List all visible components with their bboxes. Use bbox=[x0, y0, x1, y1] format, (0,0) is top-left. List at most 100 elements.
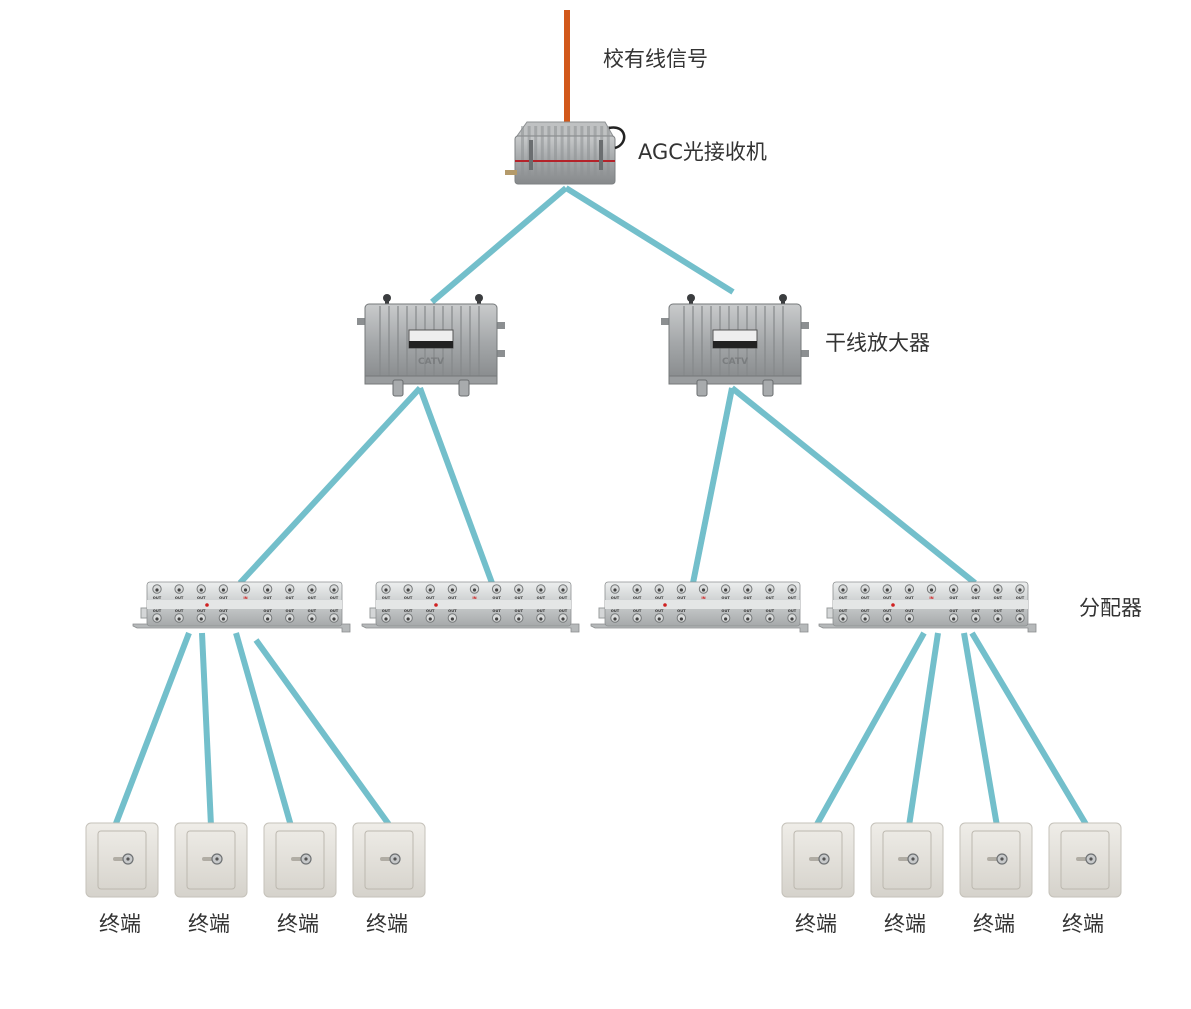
terminal-icon bbox=[959, 822, 1033, 898]
receiver-fin bbox=[534, 126, 538, 176]
cable-line bbox=[813, 631, 927, 828]
splitter-port-label: OUT bbox=[559, 609, 568, 613]
receiver-fin bbox=[540, 126, 544, 176]
splitter-port-label: OUT bbox=[537, 596, 546, 600]
splitter-port-label: OUT bbox=[905, 609, 914, 613]
amplifier-rib bbox=[460, 306, 462, 376]
splitter-port-label: OUT bbox=[633, 596, 642, 600]
signal-label: 校有线信号 bbox=[603, 47, 708, 71]
receiver-fin bbox=[567, 126, 571, 176]
receiver-fin bbox=[606, 126, 610, 176]
receiver-cable bbox=[608, 126, 626, 150]
cable-line bbox=[906, 632, 941, 827]
amplifier-port bbox=[799, 322, 809, 329]
wall-plate-frame bbox=[275, 830, 325, 890]
coax-shadow bbox=[987, 857, 999, 861]
wall-plate-frame bbox=[186, 830, 236, 890]
splitter-port-label: OUT bbox=[949, 596, 958, 600]
splitter-port-label: OUT bbox=[426, 596, 435, 600]
splitter-label-band bbox=[147, 600, 342, 609]
amplifier-rib bbox=[710, 306, 712, 376]
splitter-port-label: OUT bbox=[197, 596, 206, 600]
splitter-port-label: IN bbox=[929, 596, 933, 600]
amplifier-rib bbox=[683, 306, 685, 376]
splitter-port-label: OUT bbox=[972, 609, 981, 613]
wall-plate-frame bbox=[971, 830, 1021, 890]
terminal-label: 终端 bbox=[366, 912, 408, 936]
splitter-port-label: OUT bbox=[448, 596, 457, 600]
splitter-port-label: IN bbox=[701, 596, 705, 600]
splitter-port-label: OUT bbox=[197, 609, 206, 613]
terminal-label: 终端 bbox=[973, 912, 1015, 936]
splitter-port-label: OUT bbox=[721, 596, 730, 600]
splitter-port-label: OUT bbox=[994, 609, 1003, 613]
splitter-label-band bbox=[376, 600, 571, 609]
amplifier-foot bbox=[392, 379, 404, 397]
terminal-icon bbox=[1048, 822, 1122, 898]
splitter-port-label: OUT bbox=[611, 596, 620, 600]
amplifier-rib bbox=[406, 306, 408, 376]
splitter-port-label: OUT bbox=[721, 609, 730, 613]
amplifier-foot bbox=[762, 379, 774, 397]
splitter-port-label: OUT bbox=[766, 596, 775, 600]
amplifier-rib bbox=[692, 306, 694, 376]
splitter-port-label: OUT bbox=[263, 596, 272, 600]
receiver-fin bbox=[521, 126, 524, 176]
cable-line bbox=[961, 632, 1000, 827]
splitter-port-label: IN bbox=[243, 596, 247, 600]
splitter-port-label: OUT bbox=[744, 596, 753, 600]
amplifier-label: 干线放大器 bbox=[825, 331, 930, 355]
splitter-brand-mark bbox=[891, 603, 895, 607]
cable-line bbox=[430, 185, 568, 305]
wall-plate-frame bbox=[882, 830, 932, 890]
amplifier-base bbox=[668, 375, 802, 385]
cable-line bbox=[969, 631, 1090, 828]
terminal-icon bbox=[85, 822, 159, 898]
coax-shadow bbox=[1076, 857, 1088, 861]
receiver-connector bbox=[505, 170, 517, 175]
splitter-port-label: OUT bbox=[330, 596, 339, 600]
amplifier-rib bbox=[782, 306, 784, 376]
splitter-brand-mark bbox=[205, 603, 209, 607]
splitter-port-label: OUT bbox=[153, 596, 162, 600]
splitter-port-label: OUT bbox=[537, 609, 546, 613]
amplifier-icon: CATV bbox=[357, 294, 505, 397]
coax-shadow bbox=[809, 857, 821, 861]
wall-plate-frame bbox=[793, 830, 843, 890]
terminal-label: 终端 bbox=[795, 912, 837, 936]
amplifier-port bbox=[661, 318, 671, 325]
splitter-port-label: OUT bbox=[1016, 596, 1025, 600]
amplifier-rib bbox=[469, 306, 471, 376]
splitter-port-label: OUT bbox=[426, 609, 435, 613]
splitter-port-label: OUT bbox=[744, 609, 753, 613]
terminal-label: 终端 bbox=[277, 912, 319, 936]
cable-line bbox=[233, 632, 294, 827]
amplifier-base bbox=[364, 375, 498, 385]
amplifier-port bbox=[799, 350, 809, 357]
receiver-fin bbox=[547, 126, 551, 176]
amplifier-foot bbox=[458, 379, 470, 397]
splitter-brand-mark bbox=[663, 603, 667, 607]
splitter-port-label: OUT bbox=[839, 596, 848, 600]
coax-shadow bbox=[113, 857, 125, 861]
splitter-port-label: OUT bbox=[861, 596, 870, 600]
amplifier-port bbox=[495, 322, 505, 329]
splitter-port-label: OUT bbox=[883, 609, 892, 613]
receiver-seal bbox=[515, 160, 615, 162]
splitter-port-label: OUT bbox=[788, 609, 797, 613]
splitter-port-label: OUT bbox=[219, 609, 228, 613]
amplifier-foot bbox=[696, 379, 708, 397]
splitter-port-label: OUT bbox=[839, 609, 848, 613]
receiver-fin bbox=[587, 126, 590, 176]
splitter-port-label: OUT bbox=[286, 596, 295, 600]
splitter-port-label: OUT bbox=[308, 596, 317, 600]
receiver-fin bbox=[580, 126, 584, 176]
terminal-icon bbox=[781, 822, 855, 898]
receiver-label: AGC光接收机 bbox=[638, 140, 767, 164]
splitter-port-label: OUT bbox=[861, 609, 870, 613]
coax-shadow bbox=[202, 857, 214, 861]
splitter-port-label: OUT bbox=[972, 596, 981, 600]
wall-plate-frame bbox=[1060, 830, 1110, 890]
